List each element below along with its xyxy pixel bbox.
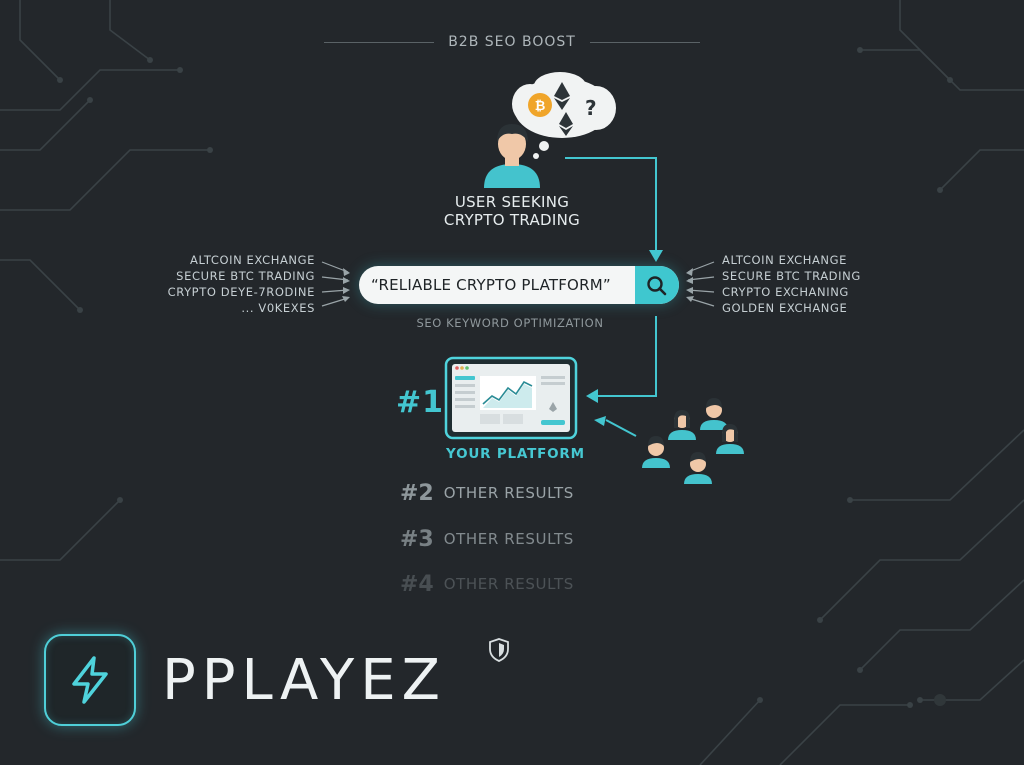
keyword-right-item: ALTCOIN EXCHANGE — [722, 253, 848, 267]
shield-icon — [489, 638, 509, 662]
keyword-left-item: CRYPTO DEYE-7RODINE — [167, 285, 315, 299]
flow-arrow-user-to-search — [565, 157, 657, 254]
brand-logo — [44, 634, 136, 726]
ethereum-icon — [554, 82, 573, 136]
result-label: OTHER RESULTS — [443, 530, 574, 548]
rank-1: #1 — [396, 385, 445, 420]
brand-name: PPLAYEZ — [162, 648, 446, 713]
user-label: USER SEEKING CRYPTO TRADING — [412, 193, 612, 229]
keywords-right: ALTCOIN EXCHANGE SECURE BTC TRADING CRYP… — [722, 252, 922, 316]
question-mark: ? — [585, 96, 597, 120]
user-avatar — [484, 124, 540, 188]
result-rank: #3 — [400, 527, 434, 552]
flow-arrow-search-to-platform — [596, 316, 657, 397]
page-title: B2B SEO BOOST — [448, 34, 576, 50]
result-item: #2 OTHER RESULTS — [400, 481, 574, 506]
bitcoin-icon — [528, 93, 552, 117]
page-header: B2B SEO BOOST — [0, 34, 1024, 50]
result-rank: #4 — [400, 572, 434, 597]
header-rule-left — [324, 41, 435, 43]
header-rule-right — [589, 41, 700, 43]
result-rank: #2 — [400, 481, 434, 506]
search-query: “RELIABLE CRYPTO PLATFORM” — [371, 276, 611, 294]
keyword-right-item: SECURE BTC TRADING — [722, 269, 861, 283]
keyword-left-item: ALTCOIN EXCHANGE — [189, 253, 315, 267]
circuit-nodes-left — [57, 57, 213, 313]
keyword-left-item: SECURE BTC TRADING — [176, 269, 315, 283]
keyword-right-item: CRYPTO EXCHANING — [722, 285, 849, 299]
keywords-left: ALTCOIN EXCHANGE SECURE BTC TRADING CRYP… — [150, 252, 315, 316]
result-label: OTHER RESULTS — [443, 575, 574, 593]
search-icon — [647, 276, 667, 296]
user-label-line2: CRYPTO TRADING — [443, 211, 581, 229]
svg-text:₿: ₿ — [535, 99, 546, 114]
result-item: #4 OTHER RESULTS — [400, 572, 574, 597]
thought-bubble: ₿ ? — [512, 72, 616, 159]
audience-group-icon — [594, 398, 744, 484]
keyword-left-item: ... V0KEXES — [241, 301, 315, 315]
user-label-line1: USER SEEKING — [454, 193, 570, 211]
lightning-bolt-icon — [72, 656, 108, 704]
keyword-right-item: GOLDEN EXCHANGE — [722, 301, 848, 315]
result-item: #3 OTHER RESULTS — [400, 527, 574, 552]
your-platform-label: YOUR PLATFORM — [446, 446, 585, 462]
circuit-nodes-right — [117, 47, 953, 708]
seo-caption: SEO KEYWORD OPTIMIZATION — [416, 316, 604, 330]
circuit-lines-left — [0, 0, 210, 311]
platform-mockup — [444, 356, 578, 440]
search-button[interactable] — [635, 266, 679, 304]
result-label: OTHER RESULTS — [443, 484, 574, 502]
search-bar[interactable]: “RELIABLE CRYPTO PLATFORM” — [359, 266, 679, 304]
